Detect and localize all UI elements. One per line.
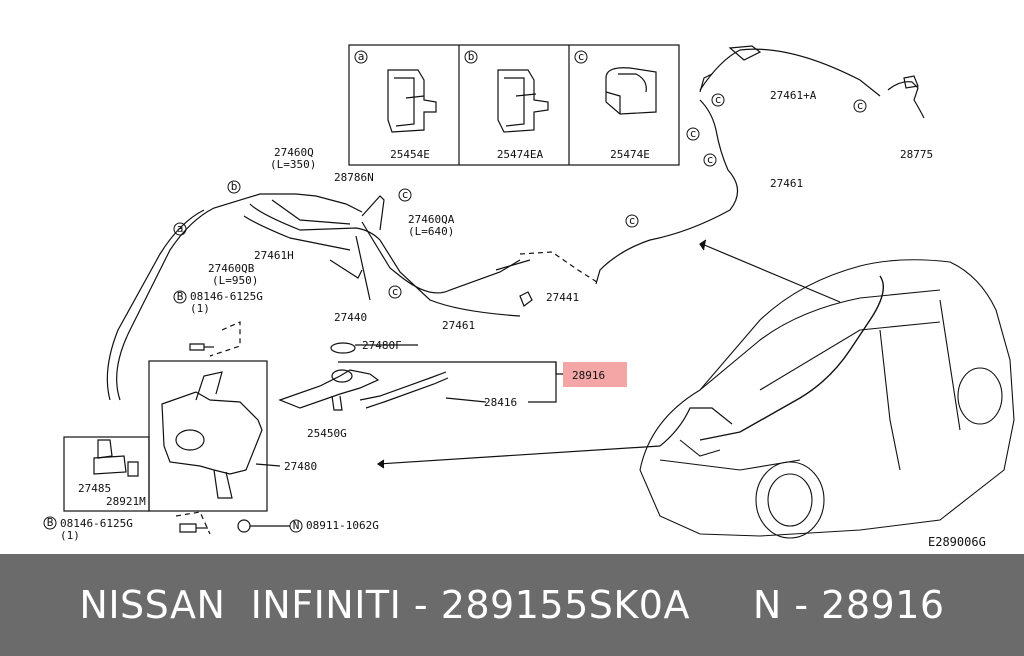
callout-c-hose7: c bbox=[857, 99, 864, 112]
vehicle-outline-icon bbox=[639, 259, 1015, 539]
part-27461A: 27461+A bbox=[770, 89, 817, 102]
part-27461-mid: 27461 bbox=[442, 319, 475, 332]
part-28786N: 28786N bbox=[334, 171, 374, 184]
part-27461H: 27461H bbox=[254, 249, 294, 262]
callout-c-hose4: c bbox=[707, 153, 714, 166]
part-27460QB: 27460QB bbox=[208, 262, 255, 275]
clip-c-icon bbox=[605, 67, 657, 115]
part-28921M: 28921M bbox=[106, 495, 146, 508]
part-27461-right: 27461 bbox=[770, 177, 803, 190]
legend-part-c: 25474E bbox=[610, 148, 650, 161]
footer-bar: NISSAN INFINITI - 289155SK0A N - 28916 bbox=[0, 554, 1024, 656]
part-08146-bottom: 08146-6125G bbox=[60, 517, 133, 530]
part-27480: 27480 bbox=[284, 460, 317, 473]
callout-B-bottom: B bbox=[47, 516, 54, 529]
part-27460Q: 27460Q bbox=[274, 146, 314, 159]
callout-c-hose5: c bbox=[690, 127, 697, 140]
clip-b-icon bbox=[497, 69, 549, 133]
part-08911: 08911-1062G bbox=[306, 519, 379, 532]
diagram-drawing: a b c b a c c c c c c c B B N 25454E 254… bbox=[43, 44, 1015, 549]
part-27460Q-length: (L=350) bbox=[270, 158, 316, 171]
legend-part-b: 25474EA bbox=[497, 148, 544, 161]
part-28416: 28416 bbox=[484, 396, 517, 409]
part-27480F: 27480F bbox=[362, 339, 402, 352]
callout-c-hose6: c bbox=[715, 93, 722, 106]
part-28775: 28775 bbox=[900, 148, 933, 161]
washer-pump-icon bbox=[93, 439, 139, 477]
callout-B-top: B bbox=[177, 290, 184, 303]
part-27485: 27485 bbox=[78, 482, 111, 495]
part-08146-top-qty: (1) bbox=[190, 302, 210, 315]
clip-a-icon bbox=[387, 69, 437, 133]
part-27441: 27441 bbox=[546, 291, 579, 304]
callout-c-hose1: c bbox=[402, 188, 409, 201]
callout-a: a bbox=[358, 50, 365, 63]
washer-tank-icon bbox=[161, 371, 263, 499]
callout-b: b bbox=[468, 50, 475, 63]
callout-c-hose3: c bbox=[629, 214, 636, 227]
part-27460QA-length: (L=640) bbox=[408, 225, 454, 238]
part-08146-top: 08146-6125G bbox=[190, 290, 263, 303]
diagram-code: E289006G bbox=[928, 535, 986, 549]
callout-c-hose2: c bbox=[392, 285, 399, 298]
callout-b-hose: b bbox=[231, 180, 238, 193]
legend-box bbox=[348, 44, 680, 166]
callout-a-hose: a bbox=[177, 222, 184, 235]
callout-N: N bbox=[293, 519, 300, 532]
callout-c: c bbox=[578, 50, 585, 63]
part-27440: 27440 bbox=[334, 311, 367, 324]
part-25450G: 25450G bbox=[307, 427, 347, 440]
footer-part-number: NISSAN INFINITI - 289155SK0A N - 28916 bbox=[79, 583, 945, 627]
highlight-box bbox=[563, 362, 627, 387]
legend-part-a: 25454E bbox=[390, 148, 430, 161]
part-08146-bottom-qty: (1) bbox=[60, 529, 80, 542]
part-27460QA: 27460QA bbox=[408, 213, 455, 226]
part-28916: 28916 bbox=[572, 369, 605, 382]
part-27460QB-length: (L=950) bbox=[212, 274, 258, 287]
